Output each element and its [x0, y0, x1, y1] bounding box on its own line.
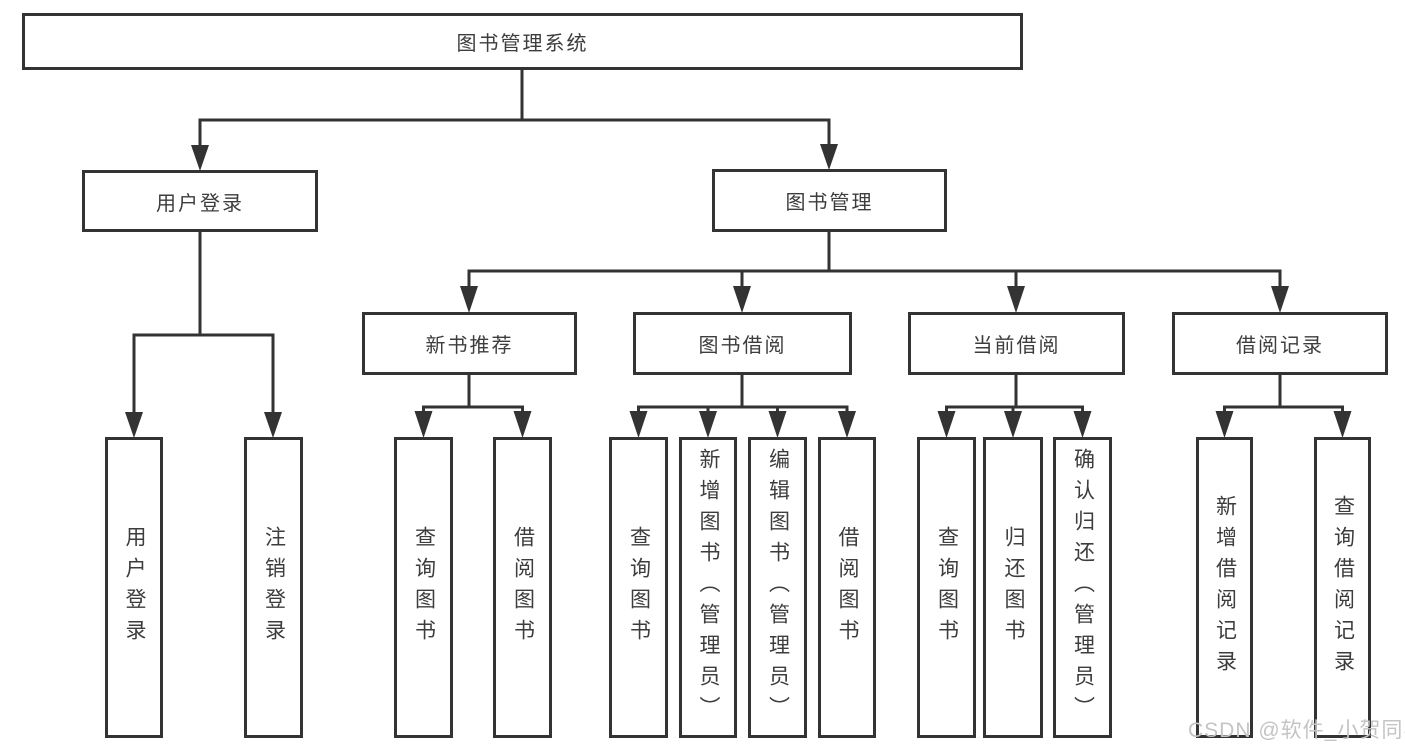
- node-label: 用户登录: [123, 525, 146, 650]
- node-label: 当前借阅: [972, 335, 1061, 357]
- node-label: 编辑图书（管理员）: [766, 448, 790, 727]
- node-label: 图书管理系统: [456, 33, 589, 55]
- node-return-books: 归还图书: [983, 437, 1043, 738]
- node-label: 查询图书: [627, 525, 651, 650]
- node-label: 借阅记录: [1236, 335, 1324, 357]
- node-label: 查询图书: [935, 525, 959, 650]
- node-label: 新增图书（管理员）: [697, 448, 720, 727]
- node-label: 图书管理: [785, 192, 874, 214]
- node-label: 新增借阅记录: [1213, 494, 1237, 681]
- node-query-borrow-record: 查询借阅记录: [1314, 437, 1371, 738]
- node-label: 图书借阅: [698, 335, 787, 357]
- node-borrow-books: 借阅图书: [818, 437, 876, 738]
- node-current-borrowing: 当前借阅: [908, 312, 1125, 375]
- node-label: 归还图书: [1002, 525, 1025, 650]
- node-borrowing-records: 借阅记录: [1172, 312, 1388, 375]
- node-add-books-admin: 新增图书（管理员）: [679, 437, 737, 738]
- node-user-login-branch: 用户登录: [82, 170, 318, 232]
- node-add-borrow-record: 新增借阅记录: [1196, 437, 1253, 738]
- node-confirm-return-admin: 确认归还（管理员）: [1053, 437, 1112, 738]
- node-user-login-leaf: 用户登录: [105, 437, 163, 738]
- node-edit-books-admin: 编辑图书（管理员）: [748, 437, 807, 738]
- node-label: 注销登录: [262, 525, 286, 650]
- node-label: 借阅图书: [836, 525, 859, 650]
- node-borrow-books-recommend: 借阅图书: [493, 437, 552, 738]
- node-book-management-branch: 图书管理: [712, 169, 947, 232]
- node-library-management-system: 图书管理系统: [22, 13, 1023, 70]
- node-label: 用户登录: [156, 192, 244, 215]
- node-logout: 注销登录: [244, 437, 303, 738]
- node-book-borrowing: 图书借阅: [633, 312, 852, 375]
- node-label: 新书推荐: [425, 335, 514, 357]
- node-query-books-current: 查询图书: [917, 437, 976, 738]
- node-label: 确认归还（管理员）: [1071, 448, 1095, 727]
- csdn-watermark: CSDN @软件_小贺同学: [1188, 719, 1405, 742]
- node-query-books-borrow: 查询图书: [609, 437, 668, 738]
- node-label: 查询借阅记录: [1331, 494, 1355, 681]
- node-new-book-recommendation: 新书推荐: [362, 312, 577, 375]
- node-label: 查询图书: [412, 525, 436, 650]
- node-query-books-recommend: 查询图书: [394, 437, 453, 738]
- node-label: 借阅图书: [511, 525, 535, 650]
